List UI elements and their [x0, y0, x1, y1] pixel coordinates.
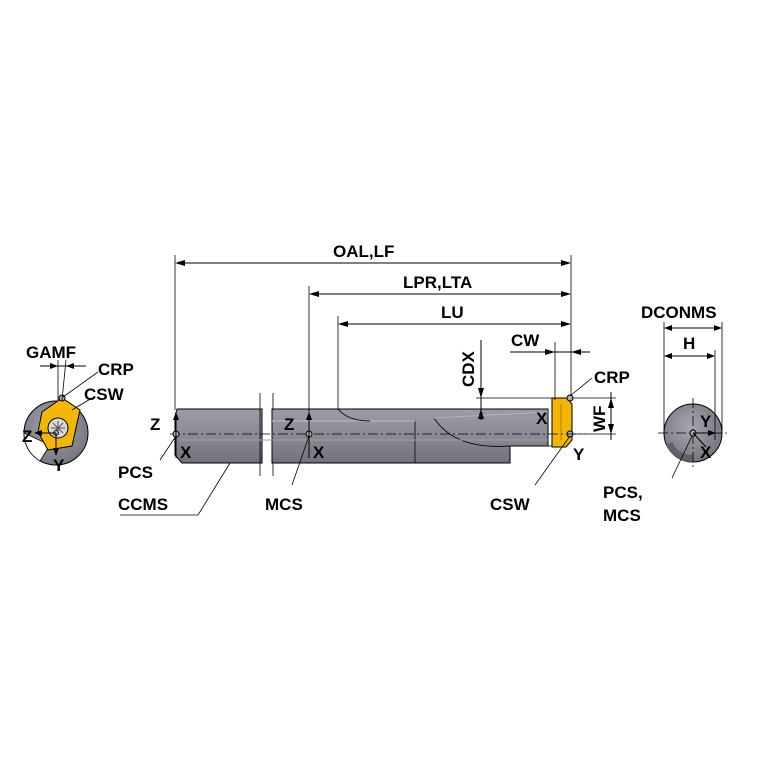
leader-crp-side	[569, 377, 593, 397]
neck-curve	[337, 408, 371, 422]
label-y-end: Y	[700, 412, 712, 431]
label-gamf: GAMF	[26, 343, 76, 362]
label-pcs: PCS	[118, 463, 153, 482]
label-wf: WF	[590, 406, 609, 432]
label-z-mcs: Z	[284, 415, 294, 434]
leader-pcs-mcs-end	[671, 435, 693, 479]
label-csw-front: CSW	[84, 385, 125, 404]
label-y-insert: Y	[573, 445, 585, 464]
label-lu: LU	[441, 303, 464, 322]
labels: OAL,LF LPR,LTA LU CW CDX WF CRP X Y CSW …	[22, 242, 717, 525]
front-screw-star	[51, 421, 65, 435]
neck-flute	[433, 417, 511, 447]
label-x-end: X	[700, 443, 712, 462]
label-h: H	[683, 334, 695, 353]
dimension-lines	[120, 255, 616, 516]
label-dconms: DCONMS	[641, 303, 717, 322]
gamf-ref-2	[61, 359, 67, 401]
leader-crp-front	[62, 371, 99, 398]
front-view	[23, 359, 99, 466]
front-flute	[23, 432, 51, 462]
leader-mcs	[291, 435, 310, 486]
label-oal-lf: OAL,LF	[333, 242, 394, 261]
tool-side-view	[170, 393, 585, 476]
label-ccms: CCMS	[118, 495, 168, 514]
label-z-pcs: Z	[150, 415, 160, 434]
leader-csw-front	[71, 397, 93, 411]
leader-csw-side	[534, 435, 571, 486]
x-axis-end	[692, 432, 707, 448]
label-pcs-mcs-2: MCS	[603, 506, 641, 525]
end-view	[658, 322, 728, 479]
end-shade	[666, 442, 693, 463]
leader-pcs	[159, 435, 177, 461]
label-x-mcs: X	[313, 443, 325, 462]
label-y-front: Y	[53, 456, 65, 475]
label-z-front: Z	[22, 427, 32, 446]
label-pcs-mcs-1: PCS,	[603, 483, 643, 502]
leader-ccms	[120, 462, 231, 516]
label-mcs: MCS	[265, 495, 303, 514]
insert-tip	[551, 397, 573, 448]
label-x-pcs: X	[180, 443, 192, 462]
neck-flute-top	[433, 411, 549, 419]
label-crp-side: CRP	[594, 368, 630, 387]
label-crp-front: CRP	[98, 360, 134, 379]
label-csw-side: CSW	[490, 495, 531, 514]
label-cw: CW	[511, 331, 540, 350]
label-cdx: CDX	[459, 350, 478, 387]
label-lpr-lta: LPR,LTA	[403, 273, 472, 292]
label-x-insert: X	[536, 409, 548, 428]
